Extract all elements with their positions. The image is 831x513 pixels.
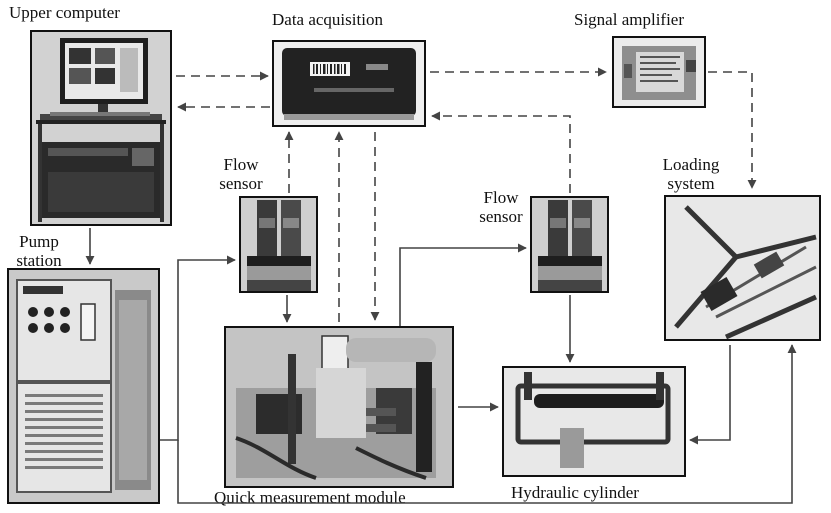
label-signal-amplifier: Signal amplifier (574, 10, 685, 29)
pump-station-photo (7, 268, 160, 504)
label-hydraulic-cylinder: Hydraulic cylinder (511, 483, 639, 502)
flow-sensor-right-photo (530, 196, 609, 293)
upper-computer-image (32, 32, 170, 224)
arrow-flowsensor-right-to-daq (431, 111, 571, 193)
arrow-module-to-flowsensor-right (399, 243, 527, 326)
quick-measurement-module-image (226, 328, 452, 486)
arrow-pump-to-loading (177, 344, 797, 504)
signal-amplifier-photo (612, 36, 706, 108)
data-acquisition-image (274, 42, 424, 125)
label-flow-sensor-right: Flow sensor (479, 188, 523, 226)
loading-system-photo (664, 195, 821, 341)
signal-amplifier-image (614, 38, 704, 106)
arrow-amplifier-to-loading (708, 71, 757, 189)
upper-computer-photo (30, 30, 172, 226)
loading-system-image (666, 197, 819, 339)
data-acquisition-photo (272, 40, 426, 127)
label-loading-system: Loading system (662, 155, 720, 193)
label-data-acquisition: Data acquisition (272, 10, 383, 29)
label-upper-computer: Upper computer (9, 3, 120, 22)
arrow-pump-to-flowsensor-left (160, 255, 236, 441)
quick-measurement-module-photo (224, 326, 454, 488)
arrow-loading-to-cylinder (689, 345, 731, 445)
flow-sensor-left-image (241, 198, 316, 291)
label-flow-sensor-left: Flow sensor (219, 155, 263, 193)
pump-station-image (9, 270, 158, 502)
label-pump-station: Pump station (16, 232, 62, 270)
flow-sensor-left-photo (239, 196, 318, 293)
flow-sensor-right-image (532, 198, 607, 291)
hydraulic-cylinder-image (504, 368, 684, 475)
hydraulic-cylinder-photo (502, 366, 686, 477)
